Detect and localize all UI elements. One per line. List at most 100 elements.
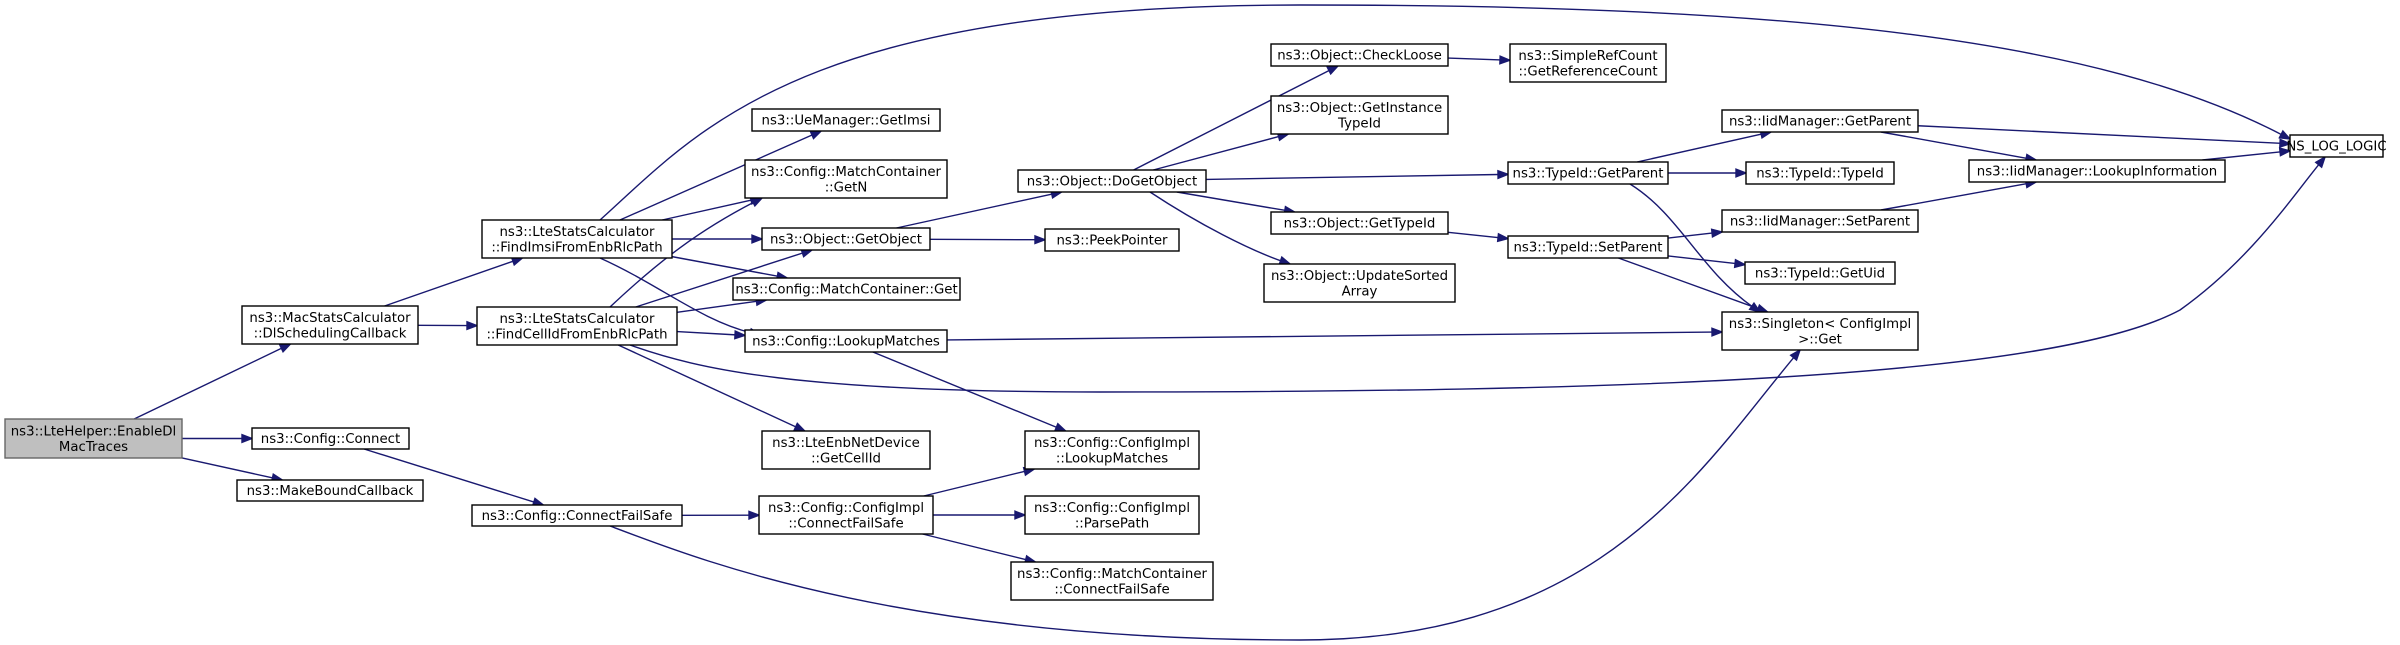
node-box-connect[interactable] [251, 427, 410, 450]
node-connect[interactable]: ns3::Config::Connect [251, 427, 410, 450]
node-lookupinfo[interactable]: ns3::IidManager::LookupInformation [1968, 159, 2226, 183]
edge-lookupinfo-to-nslog-arrowhead [2278, 147, 2292, 157]
node-box-findcell[interactable] [476, 306, 678, 346]
node-findimsi[interactable]: ns3::LteStatsCalculator::FindImsiFromEnb… [481, 219, 673, 259]
node-box-tgetparent[interactable] [1507, 161, 1669, 185]
node-label-getobject: ns3::Object::GetObject [770, 233, 922, 248]
edge-findcell-to-getn-arrowhead [750, 197, 764, 208]
node-singleton[interactable]: ns3::Singleton< ConfigImpl >::Get [1721, 311, 1919, 351]
edge-confailsafe-to-singleton [609, 356, 1795, 641]
node-label-findimsi-line2: ::FindImsiFromEnbRlcPath [491, 240, 662, 255]
node-mccfs[interactable]: ns3::Config::MatchContainer::ConnectFail… [1010, 561, 1214, 601]
node-box-implcfs[interactable] [758, 495, 934, 535]
node-box-getimsi[interactable] [751, 108, 941, 132]
node-box-updsorted[interactable] [1263, 263, 1456, 303]
node-parsepath[interactable]: ns3::Config::ConfigImpl::ParsePath [1024, 495, 1200, 535]
node-box-checkloose[interactable] [1270, 43, 1449, 67]
node-box-singleton[interactable] [1721, 311, 1919, 351]
node-box-confailsafe[interactable] [471, 504, 683, 527]
node-box-lookup[interactable] [744, 329, 948, 353]
node-getn[interactable]: ns3::Config::MatchContainer::GetN [744, 159, 948, 199]
node-box-lookupinfo[interactable] [1968, 159, 2226, 183]
node-box-getcellid[interactable] [761, 430, 931, 470]
node-label-mcget: ns3::Config::MatchContainer::Get [735, 283, 957, 298]
node-typeid[interactable]: ns3::TypeId::TypeId [1745, 161, 1895, 185]
node-checkloose[interactable]: ns3::Object::CheckLoose [1270, 43, 1449, 67]
node-box-root[interactable] [4, 418, 183, 459]
edge-dogetobject-to-tgetparent-arrowhead [1497, 169, 1510, 180]
node-box-iidsetparent[interactable] [1721, 209, 1919, 233]
node-label-macstats-line1: ns3::MacStatsCalculator [249, 311, 411, 326]
node-box-mcget[interactable] [732, 277, 961, 301]
node-mkbound[interactable]: ns3::MakeBoundCallback [236, 479, 424, 502]
node-impllookup[interactable]: ns3::Config::ConfigImpl::LookupMatches [1024, 430, 1200, 470]
node-label-tgetparent: ns3::TypeId::GetParent [1513, 167, 1664, 182]
node-label-macstats-line2: ::DlSchedulingCallback [254, 326, 407, 341]
edge-implcfs-to-parsepath-arrowhead [1014, 510, 1027, 520]
node-macstats[interactable]: ns3::MacStatsCalculator::DlSchedulingCal… [241, 305, 419, 345]
node-lookup[interactable]: ns3::Config::LookupMatches [744, 329, 948, 353]
node-label-root-line2: MacTraces [59, 440, 128, 455]
node-getuid[interactable]: ns3::TypeId::GetUid [1744, 261, 1896, 285]
node-gettypeid[interactable]: ns3::Object::GetTypeId [1270, 211, 1449, 235]
node-box-nslog[interactable] [2289, 134, 2384, 158]
node-label-refcount-line2: ::GetReferenceCount [1518, 64, 1657, 79]
node-implcfs[interactable]: ns3::Config::ConfigImpl::ConnectFailSafe [758, 495, 934, 535]
node-iidsetparent[interactable]: ns3::IidManager::SetParent [1721, 209, 1919, 233]
node-label-iidsetparent: ns3::IidManager::SetParent [1730, 215, 1910, 230]
node-findcell[interactable]: ns3::LteStatsCalculator::FindCellIdFromE… [476, 306, 678, 346]
edge-macstats-to-findcell-arrowhead [466, 320, 479, 331]
node-box-mccfs[interactable] [1010, 561, 1214, 601]
edge-macstats-to-findimsi-arrowhead [510, 256, 525, 267]
node-mcget[interactable]: ns3::Config::MatchContainer::Get [732, 277, 961, 301]
edges-layer [133, 4, 2327, 641]
node-box-typeid[interactable] [1745, 161, 1895, 185]
node-iidgetparent[interactable]: ns3::IidManager::GetParent [1721, 109, 1919, 133]
edge-tsetparent-to-singleton-arrowhead [1755, 303, 1770, 313]
node-label-findcell-line2: ::FindCellIdFromEnbRlcPath [486, 327, 667, 342]
node-peek[interactable]: ns3::PeekPointer [1044, 228, 1180, 252]
node-tsetparent[interactable]: ns3::TypeId::SetParent [1507, 235, 1669, 259]
edge-iidsetparent-to-lookupinfo [1880, 182, 2028, 211]
node-getimsi[interactable]: ns3::UeManager::GetImsi [751, 108, 941, 132]
node-label-getinst-line1: ns3::Object::GetInstance [1277, 101, 1442, 116]
node-box-refcount[interactable] [1509, 43, 1667, 83]
node-box-tsetparent[interactable] [1507, 235, 1669, 259]
node-getobject[interactable]: ns3::Object::GetObject [761, 227, 931, 251]
node-box-parsepath[interactable] [1024, 495, 1200, 535]
node-box-findimsi[interactable] [481, 219, 673, 259]
node-box-getn[interactable] [744, 159, 948, 199]
edge-findcell-to-mcget [676, 300, 758, 313]
edge-iidgetparent-to-nslog [1917, 125, 2282, 145]
node-refcount[interactable]: ns3::SimpleRefCount::GetReferenceCount [1509, 43, 1667, 83]
edge-confailsafe-to-implcfs-arrowhead [748, 510, 761, 520]
edge-checkloose-to-refcount [1447, 57, 1502, 61]
edge-dogetobject-to-checkloose-arrowhead [1326, 65, 1340, 76]
node-nslog[interactable]: NS_LOG_LOGIC [2286, 134, 2387, 158]
node-label-getimsi: ns3::UeManager::GetImsi [762, 114, 931, 129]
edge-findimsi-to-getimsi-arrowhead [809, 130, 823, 140]
node-box-getobject[interactable] [761, 227, 931, 251]
node-tgetparent[interactable]: ns3::TypeId::GetParent [1507, 161, 1669, 185]
edge-getobject-to-dogetobject [896, 193, 1053, 229]
node-getcellid[interactable]: ns3::LteEnbNetDevice::GetCellId [761, 430, 931, 470]
node-box-iidgetparent[interactable] [1721, 109, 1919, 133]
edge-findcell-to-getn [609, 201, 755, 308]
node-box-getuid[interactable] [1744, 261, 1896, 285]
node-confailsafe[interactable]: ns3::Config::ConnectFailSafe [471, 504, 683, 527]
node-box-getinst[interactable] [1270, 95, 1449, 135]
node-box-mkbound[interactable] [236, 479, 424, 502]
node-dogetobject[interactable]: ns3::Object::DoGetObject [1017, 169, 1207, 193]
node-box-peek[interactable] [1044, 228, 1180, 252]
node-box-macstats[interactable] [241, 305, 419, 345]
node-label-tsetparent: ns3::TypeId::SetParent [1513, 241, 1662, 256]
edge-tgetparent-to-typeid-arrowhead [1735, 168, 1748, 178]
node-box-gettypeid[interactable] [1270, 211, 1449, 235]
edge-findcell-to-nslog-arrowhead [2314, 155, 2327, 169]
node-box-dogetobject[interactable] [1017, 169, 1207, 193]
edge-findcell-to-getobject [635, 252, 804, 308]
node-box-impllookup[interactable] [1024, 430, 1200, 470]
